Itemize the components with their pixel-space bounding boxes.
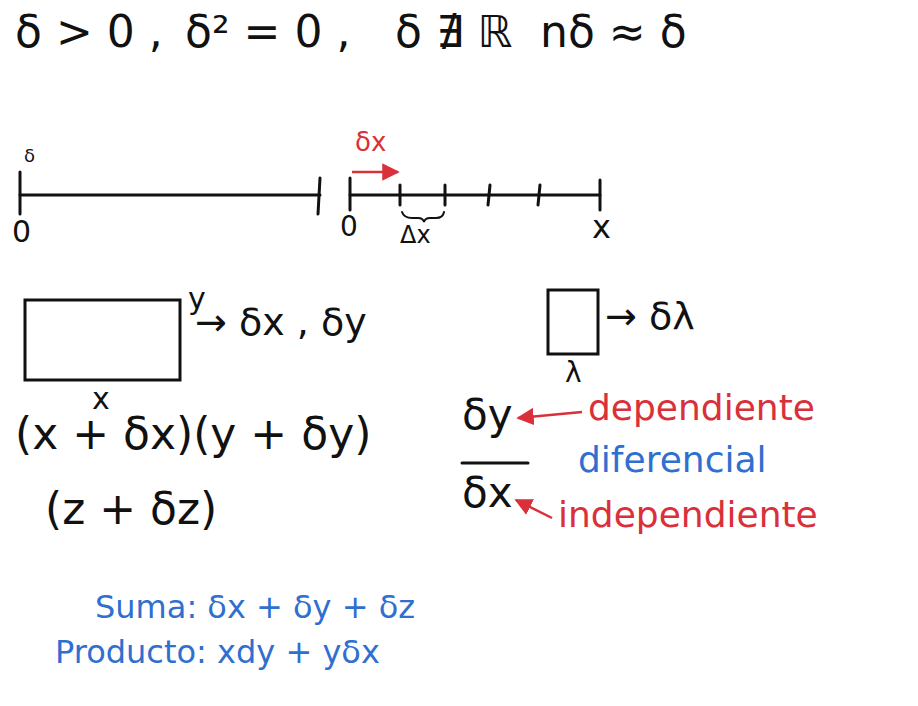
annotation: dependiente xyxy=(588,388,815,428)
increment-label: Δx xyxy=(400,222,431,248)
sum-expression: (z + δz) xyxy=(45,485,217,533)
tick xyxy=(318,178,320,214)
annotation: diferencial xyxy=(578,440,767,480)
tick xyxy=(538,185,540,205)
rule: Suma: δx + δy + δz xyxy=(95,590,415,625)
axiom: δ > 0 , xyxy=(15,8,163,56)
square-figure xyxy=(548,290,598,354)
axiom: δ ∄ ℝ xyxy=(395,8,513,56)
tick xyxy=(488,185,490,205)
denominator: δx xyxy=(462,470,513,516)
origin-label: 0 xyxy=(12,215,31,248)
number-line xyxy=(20,194,320,197)
pointer-arrow xyxy=(518,412,582,418)
delta-arrow xyxy=(352,171,398,174)
rule: Producto: xdy + yδx xyxy=(55,635,380,670)
side-label: λ xyxy=(565,358,582,389)
axiom: nδ ≈ δ xyxy=(540,8,687,56)
tick xyxy=(444,185,447,205)
symbol: δ xyxy=(24,146,35,166)
tick xyxy=(19,172,22,214)
tick xyxy=(399,185,402,205)
increment-label: δx xyxy=(355,128,386,157)
axiom: δ² = 0 , xyxy=(185,8,350,56)
fraction-bar xyxy=(462,462,528,465)
origin-label: 0 xyxy=(340,212,358,243)
tick xyxy=(349,178,352,210)
number-line xyxy=(350,194,600,197)
pointer-arrow xyxy=(516,500,552,518)
axis-label: x xyxy=(592,210,611,245)
rectangle-figure xyxy=(25,300,180,380)
tick xyxy=(599,180,602,210)
annotation: independiente xyxy=(558,495,818,535)
numerator: δy xyxy=(462,392,513,438)
increment-note: → δx , δy xyxy=(195,302,367,344)
product-expression: (x + δx)(y + δy) xyxy=(15,410,371,458)
increment-note: → δλ xyxy=(605,296,695,338)
brace xyxy=(402,212,444,222)
